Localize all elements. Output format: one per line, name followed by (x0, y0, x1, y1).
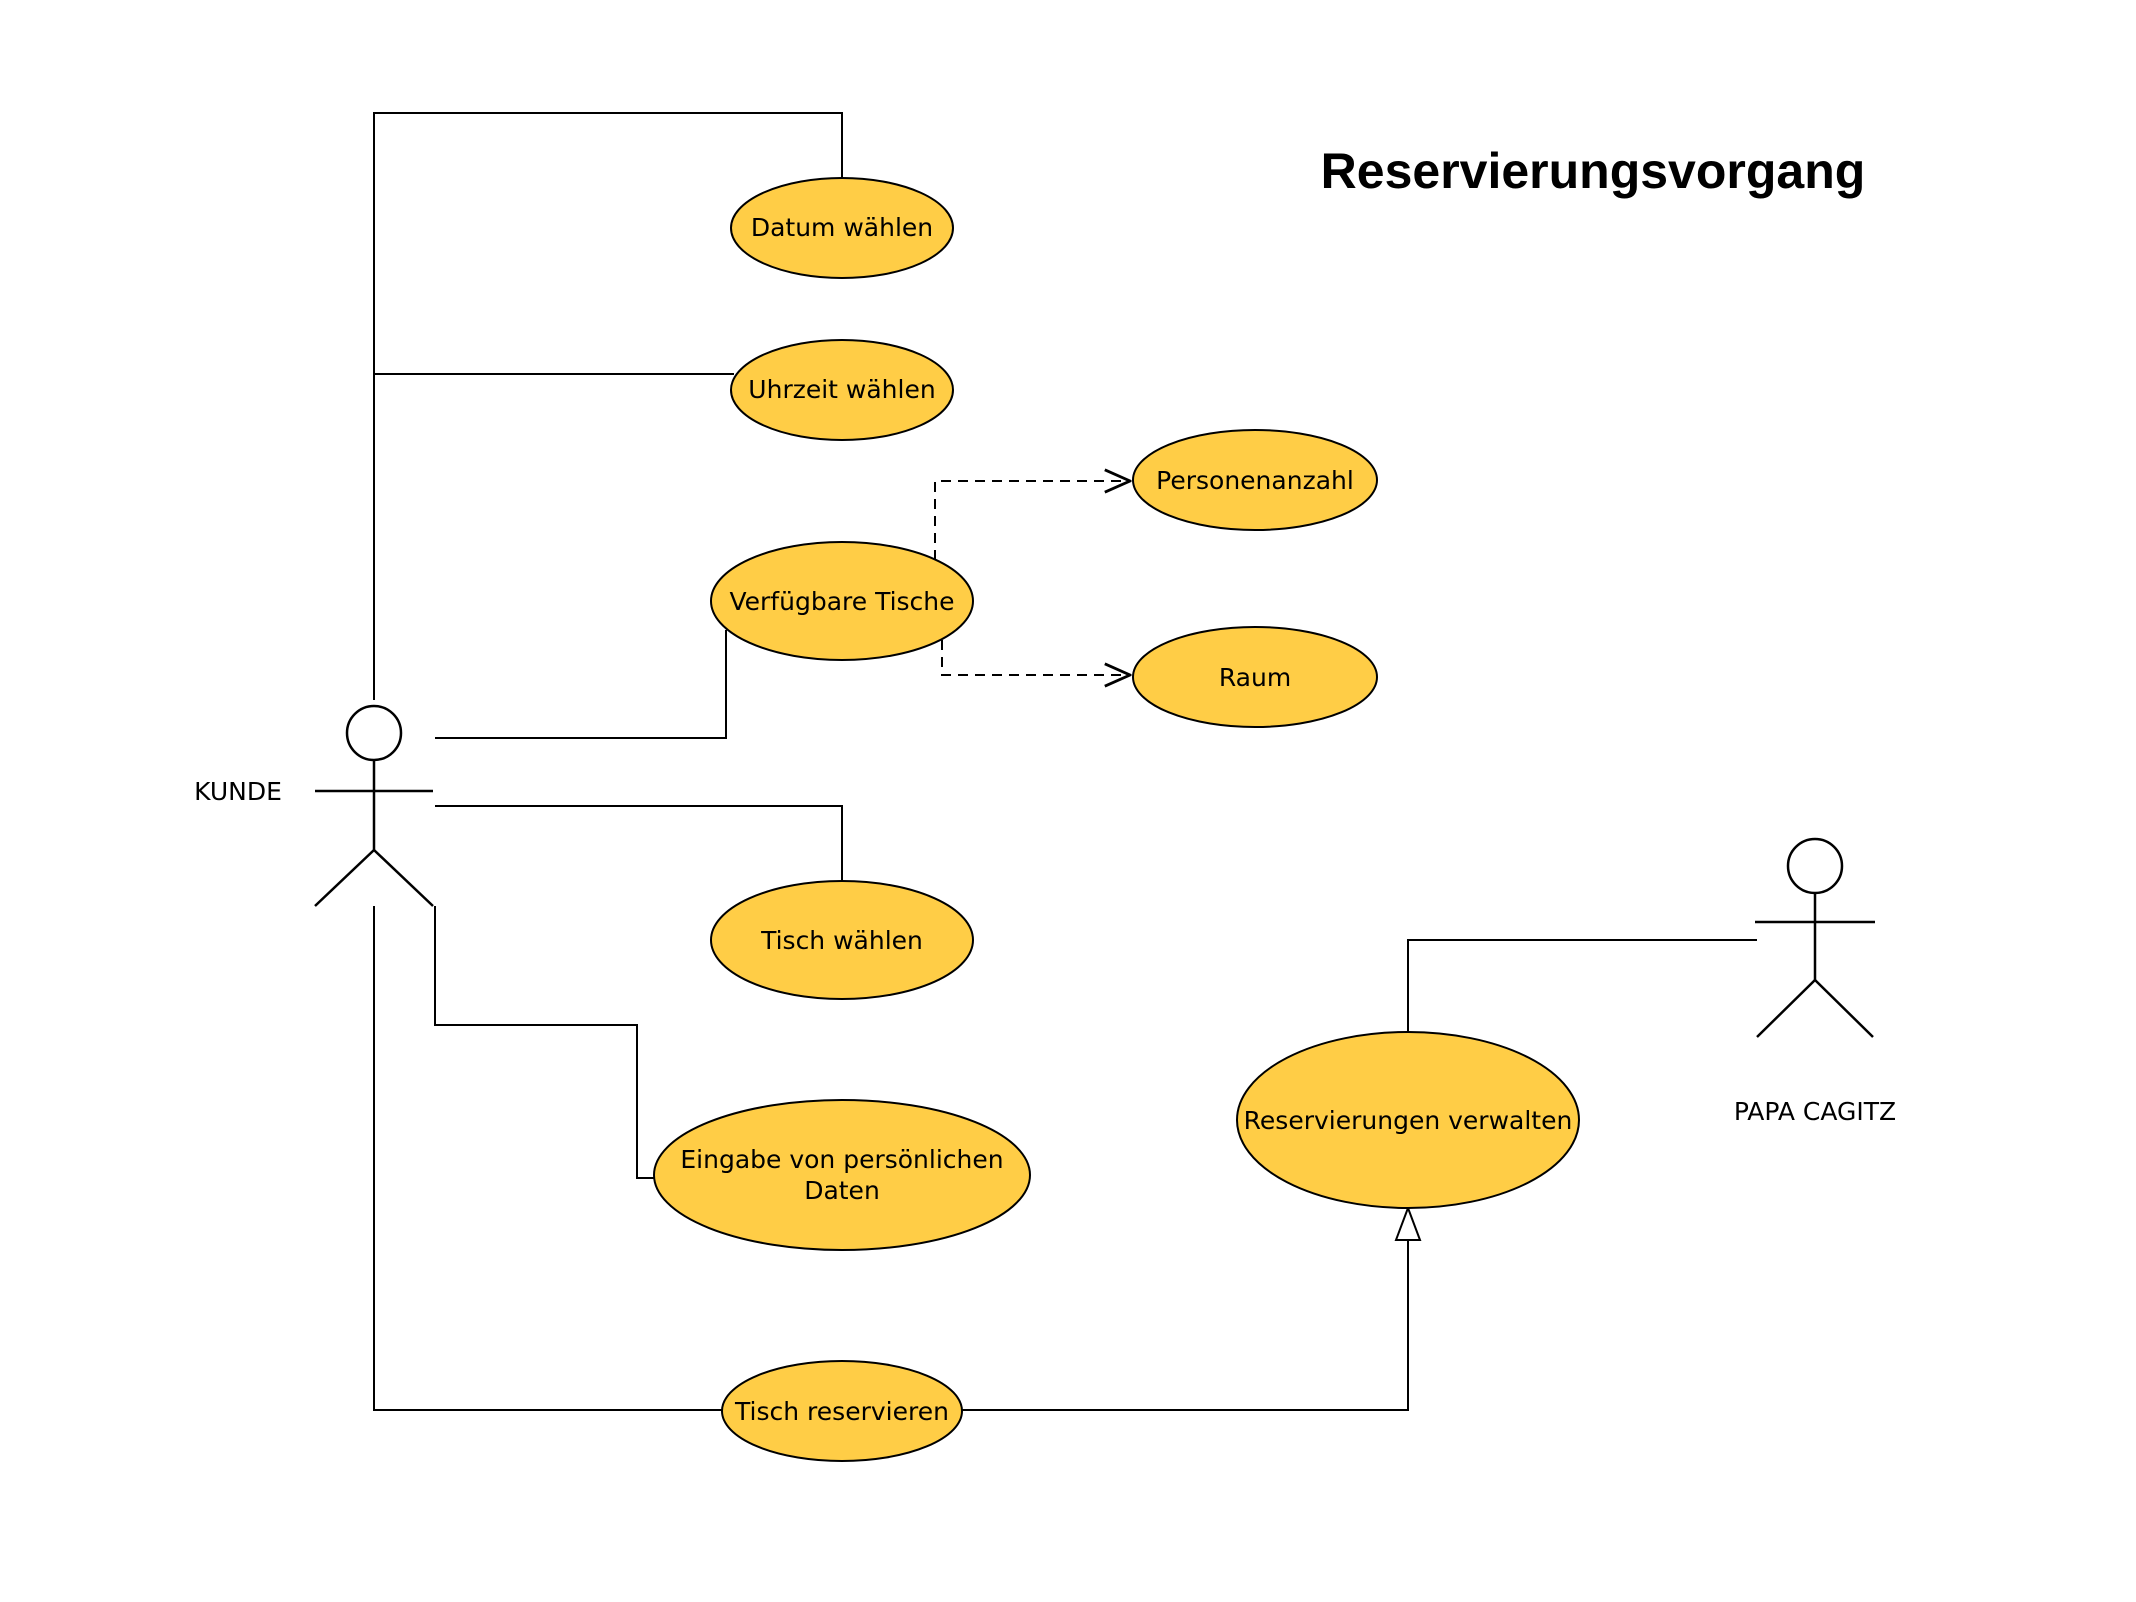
actor-papa-leg-right (1814, 979, 1874, 1038)
line-papa-verwalten (1407, 939, 1757, 1032)
line-kunde-reservieren (373, 906, 722, 1411)
line-kunde-tische (435, 630, 727, 739)
usecase-verfuegbare-tische[interactable]: Verfügbare Tische (710, 541, 974, 661)
actor-kunde-label: KUNDE (194, 777, 282, 806)
dependency-arrows (934, 481, 1130, 675)
usecase-tisch-reservieren-label: Tisch reservieren (734, 1397, 949, 1426)
actor-kunde[interactable] (314, 704, 434, 907)
usecase-verfuegbare-tische-label: Verfügbare Tische (729, 587, 954, 616)
association-lines (373, 112, 1757, 1411)
dashed-arrow-tische-personen (934, 481, 1130, 560)
actor-papa-leg-left (1756, 979, 1816, 1038)
usecase-raum-label: Raum (1219, 663, 1291, 692)
usecase-tisch-waehlen-label: Tisch wählen (760, 926, 923, 955)
usecase-personenanzahl[interactable]: Personenanzahl (1132, 429, 1378, 531)
actor-kunde-leg-right (373, 849, 434, 907)
diagram-title: Reservierungsvorgang (1321, 143, 1866, 199)
line-kunde-tisch-waehlen (435, 805, 843, 880)
usecase-datum[interactable]: Datum wählen (730, 177, 954, 279)
usecase-uhrzeit-label: Uhrzeit wählen (748, 375, 935, 404)
actor-papa-cagitz[interactable] (1755, 837, 1875, 1038)
line-kunde-eingabe (434, 906, 658, 1179)
generalization-arrowhead (1394, 1205, 1422, 1241)
usecase-tisch-waehlen[interactable]: Tisch wählen (710, 880, 974, 1000)
usecase-eingabe-daten[interactable]: Eingabe von persönlichen Daten (653, 1099, 1031, 1251)
line-kunde-datum (373, 112, 843, 700)
actor-kunde-leg-left (314, 849, 375, 907)
usecase-eingabe-daten-label-line1: Eingabe von persönlichen (680, 1145, 1003, 1174)
usecase-uhrzeit[interactable]: Uhrzeit wählen (730, 339, 954, 441)
dashed-arrow-tische-raum (941, 640, 1130, 675)
actor-papa-cagitz-label: PAPA CAGITZ (1734, 1097, 1896, 1126)
usecase-reservierungen-verwalten-label: Reservierungen verwalten (1244, 1106, 1573, 1135)
usecase-tisch-reservieren[interactable]: Tisch reservieren (721, 1360, 963, 1462)
line-reservieren-verwalten (962, 1215, 1409, 1411)
usecase-reservierungen-verwalten[interactable]: Reservierungen verwalten (1236, 1031, 1580, 1209)
usecase-raum[interactable]: Raum (1132, 626, 1378, 728)
usecase-datum-label: Datum wählen (751, 213, 933, 242)
actor-papa-head (1786, 837, 1844, 895)
usecase-personenanzahl-label: Personenanzahl (1156, 466, 1354, 495)
usecase-eingabe-daten-label-line2: Daten (804, 1176, 880, 1205)
actor-kunde-head (345, 704, 403, 762)
